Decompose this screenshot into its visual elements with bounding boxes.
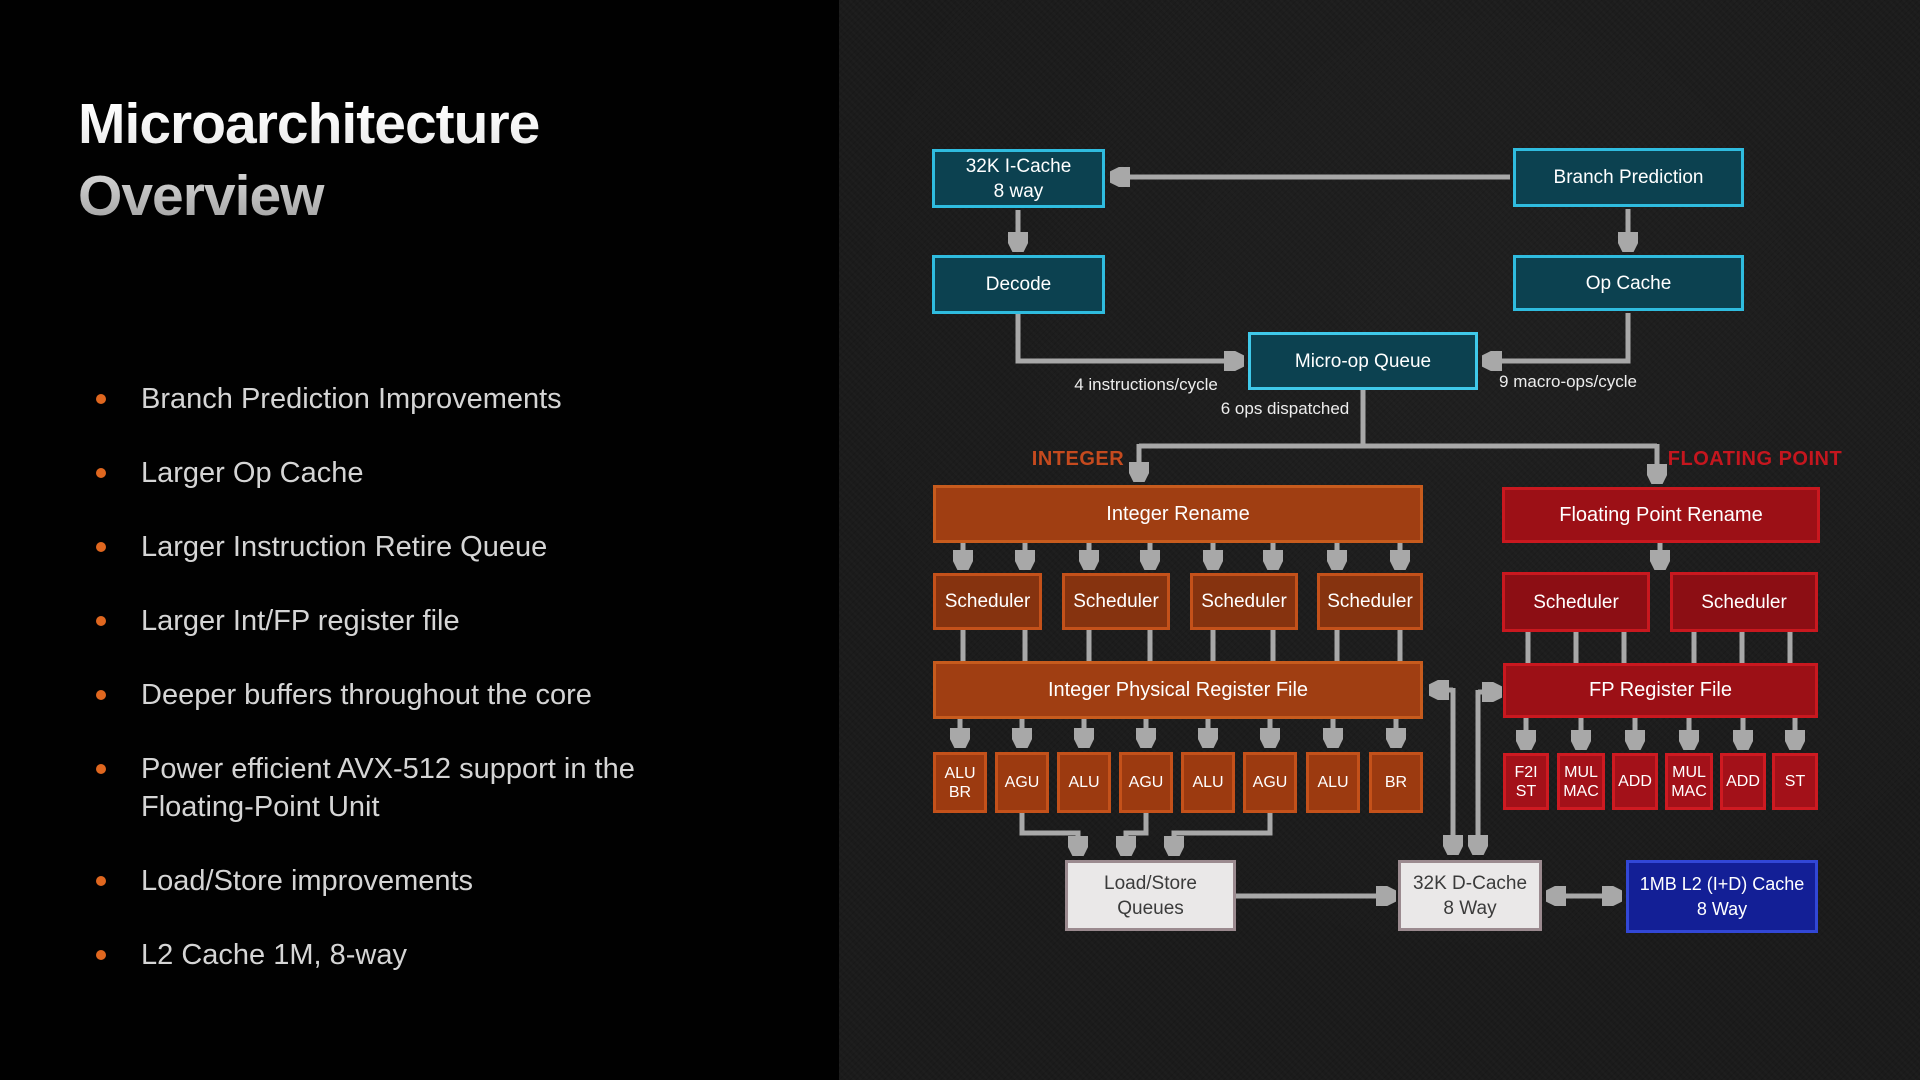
icache-box: 32K I-Cache 8 way	[932, 149, 1105, 208]
int-unit-agu: AGU	[1119, 752, 1173, 813]
list-item: Load/Store improvements	[96, 862, 635, 900]
macro-ops-per-cycle-label: 9 macro-ops/cycle	[1499, 372, 1637, 391]
list-item: Larger Op Cache	[96, 454, 635, 492]
fp-scheduler-box: Scheduler	[1670, 572, 1818, 632]
fp-rename-box: Floating Point Rename	[1502, 487, 1820, 543]
bullet-text: Larger Op Cache	[141, 457, 364, 489]
instructions-per-cycle-label: 4 instructions/cycle	[1074, 375, 1218, 394]
dcache-box: 32K D-Cache 8 Way	[1398, 860, 1542, 931]
ops-dispatched-label: 6 ops dispatched	[1220, 399, 1350, 418]
list-item: Branch Prediction Improvements	[96, 380, 635, 418]
integer-register-file-box: Integer Physical Register File	[933, 661, 1423, 719]
int-unit-agu: AGU	[995, 752, 1049, 813]
bullet-icon	[96, 542, 106, 552]
micro-op-queue-box: Micro-op Queue	[1248, 332, 1478, 390]
bullet-icon	[96, 394, 106, 404]
title-line-2: Overview	[78, 164, 324, 228]
fp-unit-add: ADD	[1720, 753, 1766, 810]
floating-point-section-label: FLOATING POINT	[1667, 448, 1843, 470]
list-item: Deeper buffers throughout the core	[96, 676, 635, 714]
bullet-text: Deeper buffers throughout the core	[141, 679, 592, 711]
int-unit-alu: ALU	[1057, 752, 1111, 813]
integer-rename-box: Integer Rename	[933, 485, 1423, 543]
bullet-text: Load/Store improvements	[141, 865, 474, 897]
slide-text-area: Microarchitecture Overview Branch Predic…	[0, 0, 839, 1080]
bullet-icon	[96, 950, 106, 960]
bullet-text: Branch Prediction Improvements	[141, 383, 562, 415]
list-item: Larger Int/FP register file	[96, 602, 635, 640]
int-unit-alu: ALU	[1306, 752, 1360, 813]
bullet-text: Larger Instruction Retire Queue	[141, 531, 548, 563]
int-scheduler-box: Scheduler	[933, 573, 1042, 630]
load-store-queues-box: Load/Store Queues	[1065, 860, 1236, 931]
int-scheduler-box: Scheduler	[1062, 573, 1170, 630]
fp-register-file-box: FP Register File	[1503, 663, 1818, 718]
bullet-text: L2 Cache 1M, 8-way	[141, 939, 407, 971]
bullet-icon	[96, 468, 106, 478]
bullet-icon	[96, 764, 106, 774]
branch-prediction-box: Branch Prediction	[1513, 148, 1744, 207]
bullet-list: Branch Prediction Improvements Larger Op…	[96, 380, 635, 1010]
decode-box: Decode	[932, 255, 1105, 314]
fp-scheduler-box: Scheduler	[1502, 572, 1650, 632]
list-item: Larger Instruction Retire Queue	[96, 528, 635, 566]
int-unit-agu: AGU	[1243, 752, 1297, 813]
l2-cache-box: 1MB L2 (I+D) Cache 8 Way	[1626, 860, 1818, 933]
op-cache-box: Op Cache	[1513, 255, 1744, 311]
title-line-1: Microarchitecture	[78, 92, 540, 156]
bullet-icon	[96, 690, 106, 700]
int-scheduler-box: Scheduler	[1317, 573, 1423, 630]
int-scheduler-box: Scheduler	[1190, 573, 1298, 630]
int-unit-br: BR	[1369, 752, 1423, 813]
integer-section-label: INTEGER	[1031, 448, 1125, 470]
bullet-icon	[96, 616, 106, 626]
int-unit-alu: ALU	[1181, 752, 1235, 813]
list-item: L2 Cache 1M, 8-way	[96, 936, 635, 974]
bullet-icon	[96, 876, 106, 886]
fp-unit-st: ST	[1772, 753, 1818, 810]
fp-unit-add: ADD	[1612, 753, 1658, 810]
bullet-text: Larger Int/FP register file	[141, 605, 460, 637]
page-title: Microarchitecture Overview	[78, 88, 539, 232]
